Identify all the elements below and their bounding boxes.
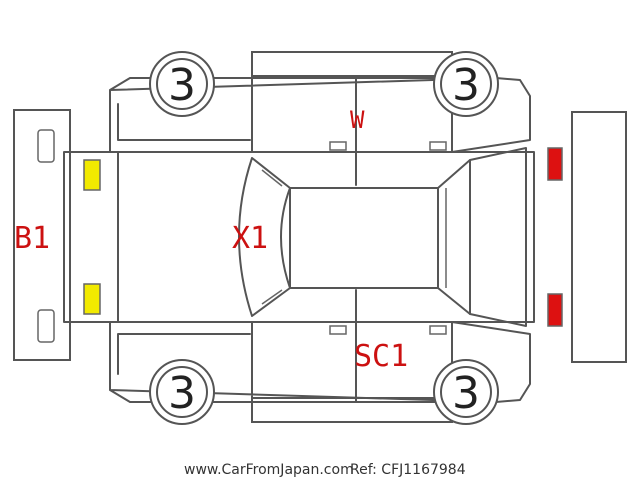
rear-bumper-detail-top bbox=[37, 129, 55, 163]
rear-bumper-detail-bottom bbox=[37, 309, 55, 343]
code-top-panel: W bbox=[350, 106, 365, 134]
wheel-front-right-rating: 3 bbox=[452, 60, 480, 111]
rear-lamp-yellow-bottom bbox=[83, 283, 101, 315]
rear-bumper-panel bbox=[13, 109, 71, 361]
roof-panel bbox=[289, 187, 439, 289]
code-lower-side: SC1 bbox=[354, 339, 408, 374]
rear-window bbox=[238, 157, 291, 317]
wheel-front-left: 3 bbox=[149, 51, 215, 117]
lower-side-inner bbox=[117, 333, 251, 375]
hood-panel bbox=[469, 147, 527, 327]
code-roof: X1 bbox=[232, 221, 268, 256]
top-view-body bbox=[63, 151, 535, 323]
wheel-rear-right: 3 bbox=[433, 359, 499, 425]
front-lamp-red-bottom bbox=[547, 293, 563, 327]
lower-door-handle-rear bbox=[329, 325, 347, 335]
front-lamp-red-top bbox=[547, 147, 563, 181]
upper-side-inner bbox=[117, 103, 251, 141]
lower-door-handle-front bbox=[429, 325, 447, 335]
rear-lamp-yellow-top bbox=[83, 159, 101, 191]
footer-site: www.CarFromJapan.com bbox=[184, 462, 354, 478]
wheel-rear-right-rating: 3 bbox=[452, 368, 480, 419]
front-bumper-panel bbox=[571, 111, 627, 363]
code-rear-bumper: B1 bbox=[14, 221, 50, 256]
top-sill-strip bbox=[251, 51, 453, 77]
windshield bbox=[437, 159, 471, 315]
lower-side-body bbox=[109, 321, 531, 403]
wheel-rear-left-rating: 3 bbox=[168, 368, 196, 419]
rear-window-detail bbox=[261, 169, 283, 305]
wheel-front-left-rating: 3 bbox=[168, 60, 196, 111]
upper-door-handle-front bbox=[429, 141, 447, 151]
wheel-front-right: 3 bbox=[433, 51, 499, 117]
footer-ref: Ref: CFJ1167984 bbox=[350, 462, 466, 478]
upper-side-body bbox=[109, 77, 531, 153]
upper-door-handle-rear bbox=[329, 141, 347, 151]
wheel-rear-left: 3 bbox=[149, 359, 215, 425]
